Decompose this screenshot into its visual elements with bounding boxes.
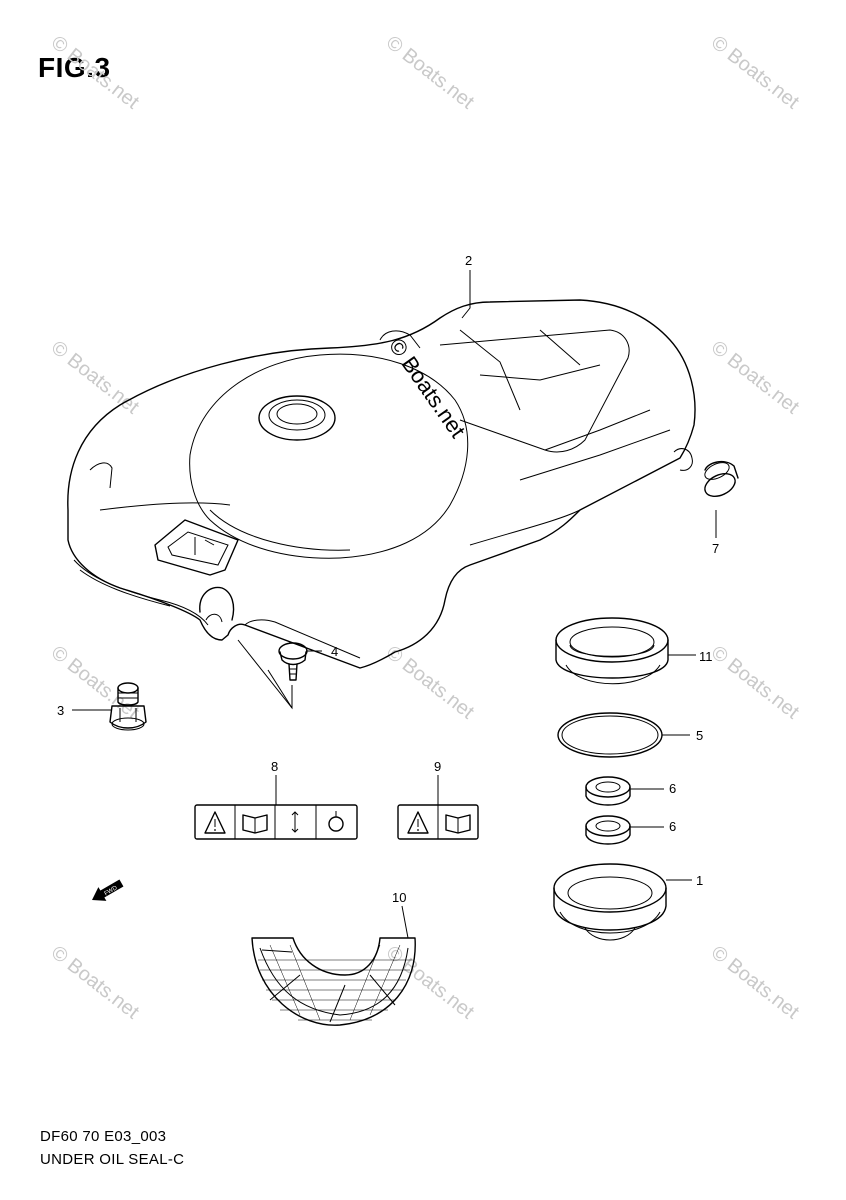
part-6-oil-seal-lower[interactable] (585, 815, 631, 845)
watermark: © Boats.net (707, 942, 803, 1024)
callout-5: 5 (696, 728, 703, 743)
part-9-warning-label[interactable] (397, 804, 479, 840)
part-6-oil-seal-upper[interactable] (585, 776, 631, 806)
callout-4: 4 (331, 644, 338, 659)
callout-6-upper: 6 (669, 781, 676, 796)
callout-numbers: 2 7 4 3 11 5 6 6 1 8 9 10 (57, 253, 719, 905)
watermarks: © Boats.net © Boats.net © Boats.net © Bo… (47, 32, 803, 1024)
manual-book-icon (445, 814, 471, 834)
part-7-grommet[interactable] (701, 459, 739, 501)
watermark: © Boats.net (382, 32, 478, 114)
watermark: © Boats.net (47, 337, 143, 419)
part-4-screw[interactable] (278, 642, 308, 681)
part-1-seal-case[interactable] (553, 863, 667, 941)
fwd-arrow-icon: FWD (92, 879, 124, 901)
part-8-warning-label[interactable] (194, 804, 358, 840)
callout-1: 1 (696, 873, 703, 888)
warning-icon (407, 811, 429, 834)
watermark: © Boats.net (707, 337, 803, 419)
callout-11: 11 (699, 649, 713, 664)
part-10-mesh-sheet[interactable] (251, 937, 416, 1026)
callout-2: 2 (465, 253, 472, 268)
hook-icon (328, 811, 344, 832)
callout-9: 9 (434, 759, 441, 774)
warning-icon (204, 811, 226, 834)
lift-arrows-icon (291, 811, 299, 833)
watermark: © Boats.net (382, 642, 478, 724)
figure-name: UNDER OIL SEAL-C (40, 1151, 185, 1168)
part-11-seal-housing[interactable] (555, 617, 669, 685)
figure-code: DF60 70 E03_003 (40, 1128, 167, 1145)
leader-lines (72, 270, 717, 939)
watermark: © Boats.net (707, 642, 803, 724)
callout-7: 7 (712, 541, 719, 556)
callout-3: 3 (57, 703, 64, 718)
part-2-under-cover[interactable] (67, 299, 696, 669)
part-3-plug[interactable] (109, 682, 147, 731)
manual-book-icon (242, 814, 268, 834)
figure-title: FIG.3 (38, 52, 111, 83)
watermark: © Boats.net (47, 942, 143, 1024)
mesh-hatching (258, 944, 412, 1021)
watermark: © Boats.net (707, 32, 803, 114)
watermark-main: © Boats.net (384, 334, 471, 443)
callout-6-lower: 6 (669, 819, 676, 834)
part-5-o-ring[interactable] (557, 712, 663, 758)
callout-8: 8 (271, 759, 278, 774)
watermark: © Boats.net (47, 32, 143, 114)
callout-10: 10 (392, 890, 406, 905)
